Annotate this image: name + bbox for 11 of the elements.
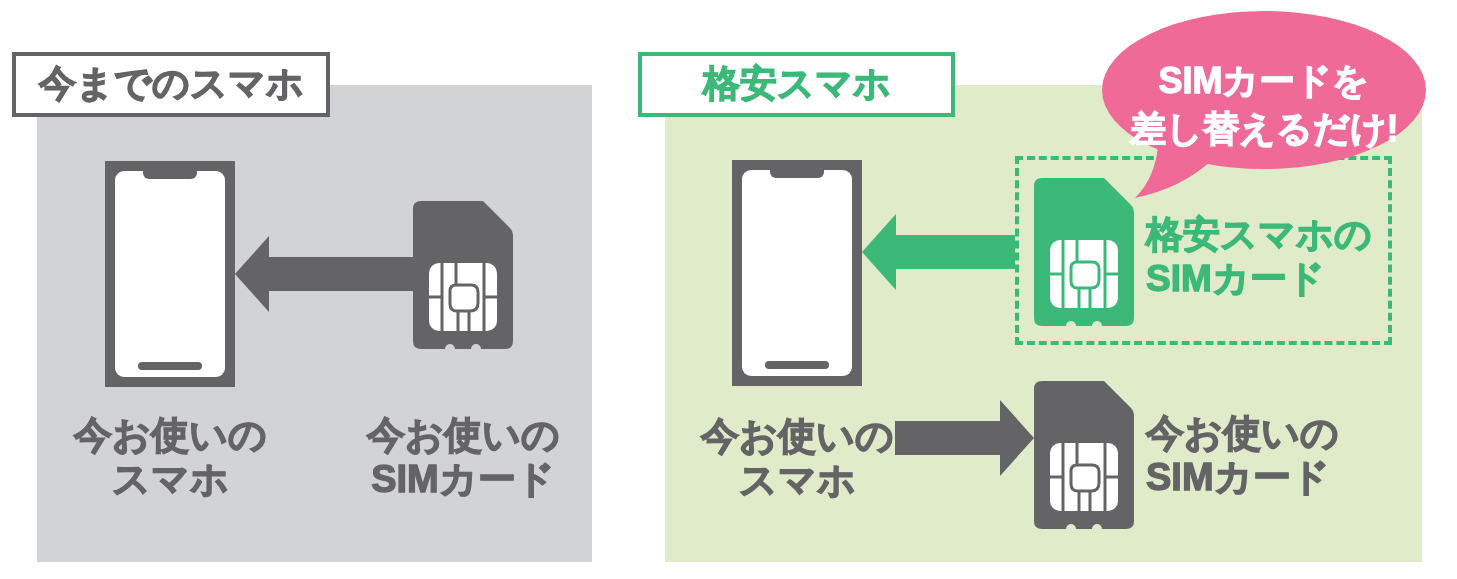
node-label: 今お使いのSIMカード: [1146, 411, 1340, 499]
block-arrow: [895, 400, 1034, 476]
node-label: 今お使いのスマホ: [72, 413, 268, 501]
block-arrow: [235, 236, 413, 312]
node-label: 今お使いのSIMカード: [365, 413, 561, 501]
frame-label: 格安スマホのSIMカード: [1146, 213, 1373, 301]
panel-heading: 格安スマホ: [638, 52, 955, 117]
bubble-text: SIMカードを差し替えるだけ!: [1128, 59, 1400, 151]
block-arrow: [862, 214, 1015, 290]
node-label: 今お使いのスマホ: [699, 414, 895, 502]
panel-heading: 今までのスマホ: [12, 52, 330, 117]
